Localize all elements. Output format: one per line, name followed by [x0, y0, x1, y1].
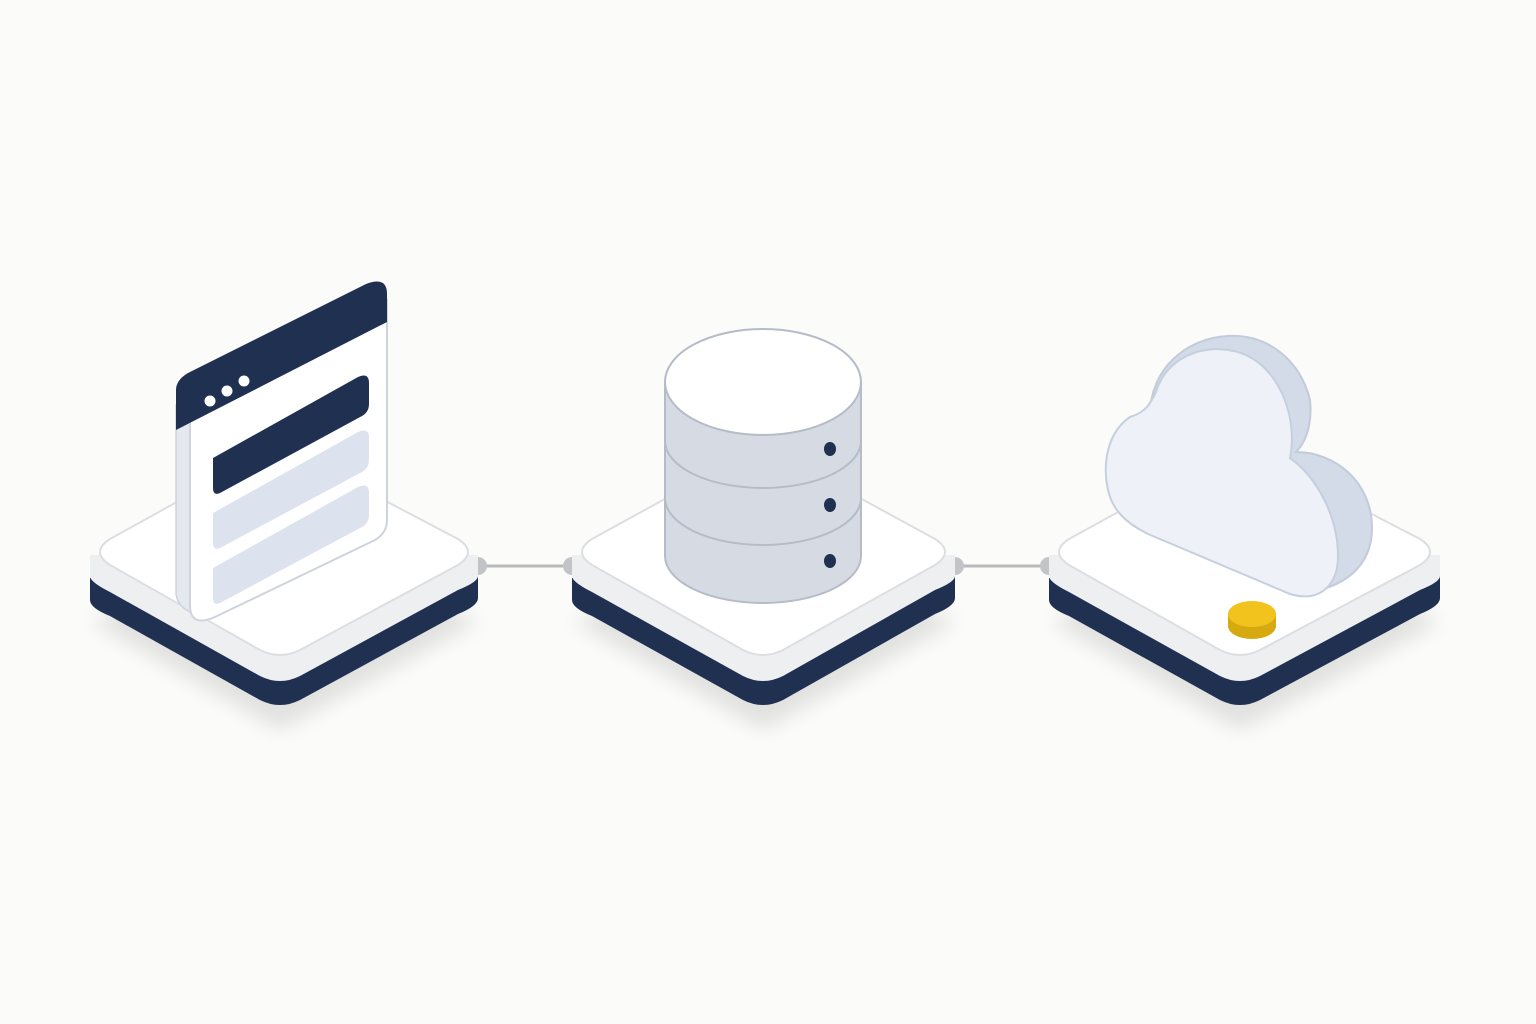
window-dot	[204, 395, 216, 407]
connector-database-cloud	[946, 557, 1058, 575]
connector-browser-database	[469, 557, 581, 575]
window-dot	[238, 375, 250, 387]
node-browser-window	[90, 281, 478, 730]
status-coin-icon	[1228, 601, 1276, 639]
database-indicator	[824, 442, 836, 456]
window-content-row	[213, 430, 369, 549]
database-indicator	[824, 498, 836, 512]
database-indicator	[824, 554, 836, 568]
database-icon	[664, 328, 862, 604]
window-content-row	[213, 485, 369, 604]
cloud-icon	[1104, 334, 1374, 639]
database-top	[664, 328, 862, 436]
browser-window-icon	[175, 281, 388, 622]
window-header-bar	[213, 375, 369, 494]
window-dot	[221, 385, 233, 397]
node-cloud	[1049, 334, 1440, 730]
node-database	[572, 328, 955, 730]
